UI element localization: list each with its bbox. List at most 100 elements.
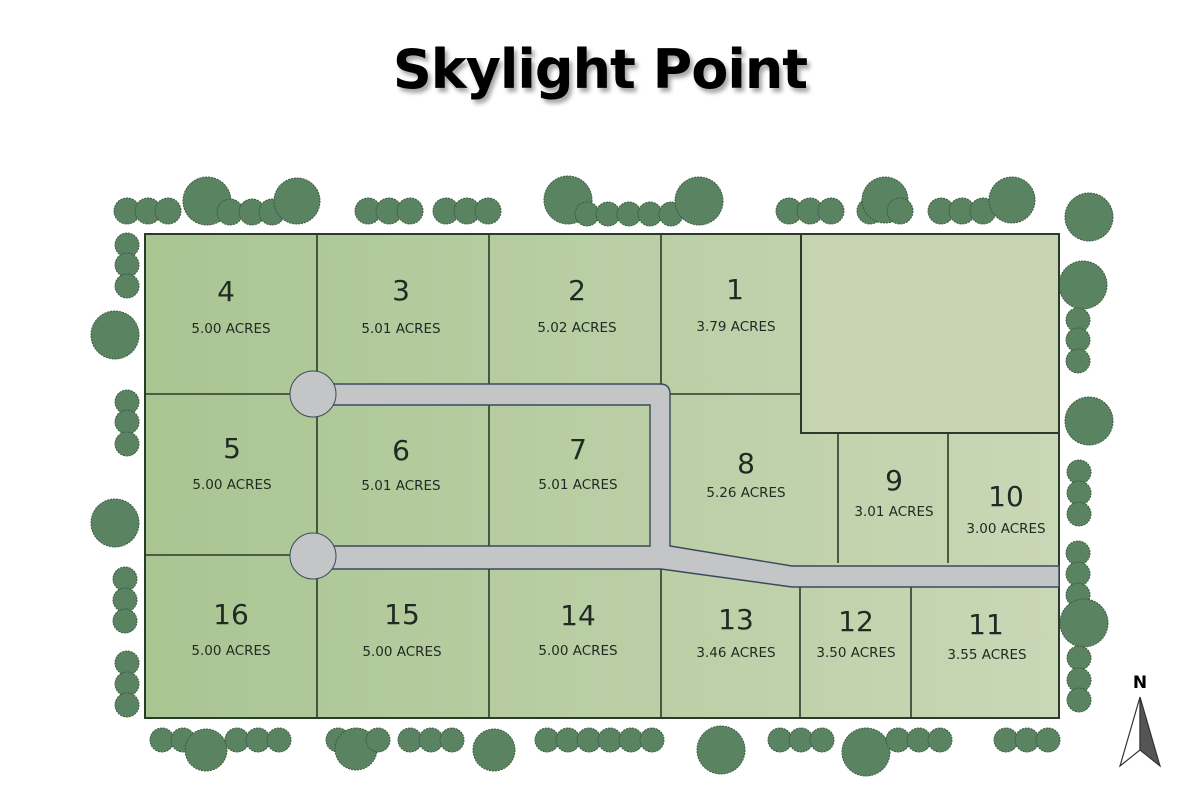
tree-icon bbox=[988, 176, 1036, 224]
tree-icon bbox=[154, 197, 182, 225]
lot-number: 10 bbox=[988, 480, 1024, 513]
tree-icon bbox=[639, 727, 665, 753]
lot-16[interactable]: 16 5.00 ACRES bbox=[191, 598, 270, 659]
tree-icon bbox=[885, 727, 911, 753]
lot-12[interactable]: 12 3.50 ACRES bbox=[816, 605, 895, 661]
lot-5[interactable]: 5 5.00 ACRES bbox=[192, 432, 271, 493]
lot-7[interactable]: 7 5.01 ACRES bbox=[538, 433, 617, 493]
lot-number: 14 bbox=[560, 599, 596, 632]
lot-number: 13 bbox=[718, 603, 754, 636]
cul-de-sac-north bbox=[289, 370, 337, 418]
tree-icon bbox=[574, 201, 600, 227]
lot-15[interactable]: 15 5.00 ACRES bbox=[362, 598, 441, 660]
tree-icon bbox=[273, 177, 321, 225]
tree-icon bbox=[114, 650, 140, 676]
tree-icon bbox=[1066, 459, 1092, 485]
tree-icon bbox=[1066, 645, 1092, 671]
lot-8[interactable]: 8 5.26 ACRES bbox=[706, 447, 785, 501]
lot-acres: 3.79 ACRES bbox=[696, 319, 775, 335]
tree-icon bbox=[788, 727, 814, 753]
north-arrow: N bbox=[1118, 673, 1162, 768]
lot-number: 11 bbox=[968, 608, 1004, 641]
lot-acres: 3.46 ACRES bbox=[696, 645, 775, 661]
tree-icon bbox=[555, 727, 581, 753]
tree-icon bbox=[114, 252, 140, 278]
tree-icon bbox=[472, 728, 516, 772]
tree-icon bbox=[112, 587, 138, 613]
tree-icon bbox=[616, 201, 642, 227]
tree-icon bbox=[1065, 327, 1091, 353]
tree-icon bbox=[637, 201, 663, 227]
tree-icon bbox=[1064, 192, 1114, 242]
lot-number: 16 bbox=[213, 598, 249, 631]
north-arrow-right-half bbox=[1139, 696, 1162, 768]
tree-icon bbox=[1066, 501, 1092, 527]
tree-icon bbox=[1064, 396, 1114, 446]
tree-icon bbox=[1014, 727, 1040, 753]
lot-number: 4 bbox=[217, 275, 235, 308]
road bbox=[289, 370, 1060, 588]
lot-10[interactable]: 10 3.00 ACRES bbox=[966, 480, 1045, 537]
tree-icon bbox=[809, 727, 835, 753]
lot-acres: 5.00 ACRES bbox=[192, 477, 271, 493]
lot-acres: 5.00 ACRES bbox=[538, 643, 617, 659]
north-arrow-left-half bbox=[1118, 696, 1141, 768]
tree-icon bbox=[1066, 480, 1092, 506]
tree-icon bbox=[224, 727, 250, 753]
tree-icon bbox=[90, 310, 140, 360]
tree-icon bbox=[418, 727, 444, 753]
lot-acres: 5.02 ACRES bbox=[537, 320, 616, 336]
lot-4[interactable]: 4 5.00 ACRES bbox=[191, 275, 270, 337]
lot-6[interactable]: 6 5.01 ACRES bbox=[361, 434, 440, 494]
tree-icon bbox=[618, 727, 644, 753]
tree-icon bbox=[597, 727, 623, 753]
lot-acres: 5.01 ACRES bbox=[538, 477, 617, 493]
tree-icon bbox=[767, 727, 793, 753]
lot-number: 6 bbox=[392, 434, 410, 467]
lot-13[interactable]: 13 3.46 ACRES bbox=[696, 603, 775, 661]
tree-icon bbox=[112, 566, 138, 592]
trees-layer bbox=[90, 175, 1114, 777]
lot-acres: 3.50 ACRES bbox=[816, 645, 895, 661]
lot-number: 7 bbox=[569, 433, 587, 466]
tree-icon bbox=[90, 498, 140, 548]
lot-acres: 5.01 ACRES bbox=[361, 478, 440, 494]
tree-icon bbox=[841, 727, 891, 777]
tree-icon bbox=[534, 727, 560, 753]
tree-icon bbox=[1065, 540, 1091, 566]
lot-number: 1 bbox=[726, 273, 744, 306]
lot-number: 9 bbox=[885, 464, 903, 497]
tree-icon bbox=[576, 727, 602, 753]
lot-14[interactable]: 14 5.00 ACRES bbox=[538, 599, 617, 659]
tree-icon bbox=[993, 727, 1019, 753]
lot-acres: 5.00 ACRES bbox=[191, 643, 270, 659]
tree-icon bbox=[1065, 561, 1091, 587]
lot-number: 3 bbox=[392, 274, 410, 307]
tree-icon bbox=[927, 727, 953, 753]
lot-acres: 3.55 ACRES bbox=[947, 647, 1026, 663]
lot-3[interactable]: 3 5.01 ACRES bbox=[361, 274, 440, 337]
north-label: N bbox=[1133, 673, 1147, 693]
lot-2[interactable]: 2 5.02 ACRES bbox=[537, 274, 616, 336]
lot-acres: 3.00 ACRES bbox=[966, 521, 1045, 537]
tree-icon bbox=[266, 727, 292, 753]
tree-icon bbox=[365, 727, 391, 753]
lot-1[interactable]: 1 3.79 ACRES bbox=[696, 273, 775, 335]
tree-icon bbox=[1059, 598, 1109, 648]
tree-icon bbox=[397, 727, 423, 753]
tree-icon bbox=[595, 201, 621, 227]
lot-acres: 5.00 ACRES bbox=[191, 321, 270, 337]
tree-icon bbox=[149, 727, 175, 753]
lot-11[interactable]: 11 3.55 ACRES bbox=[947, 608, 1026, 663]
tree-icon bbox=[1065, 348, 1091, 374]
reserved-parcel bbox=[800, 233, 1060, 434]
lot-9[interactable]: 9 3.01 ACRES bbox=[854, 464, 933, 520]
tree-icon bbox=[1058, 260, 1108, 310]
tree-icon bbox=[245, 727, 271, 753]
lot-acres: 3.01 ACRES bbox=[854, 504, 933, 520]
lot-number: 15 bbox=[384, 598, 420, 631]
tree-icon bbox=[439, 727, 465, 753]
tree-icon bbox=[396, 197, 424, 225]
tree-icon bbox=[906, 727, 932, 753]
